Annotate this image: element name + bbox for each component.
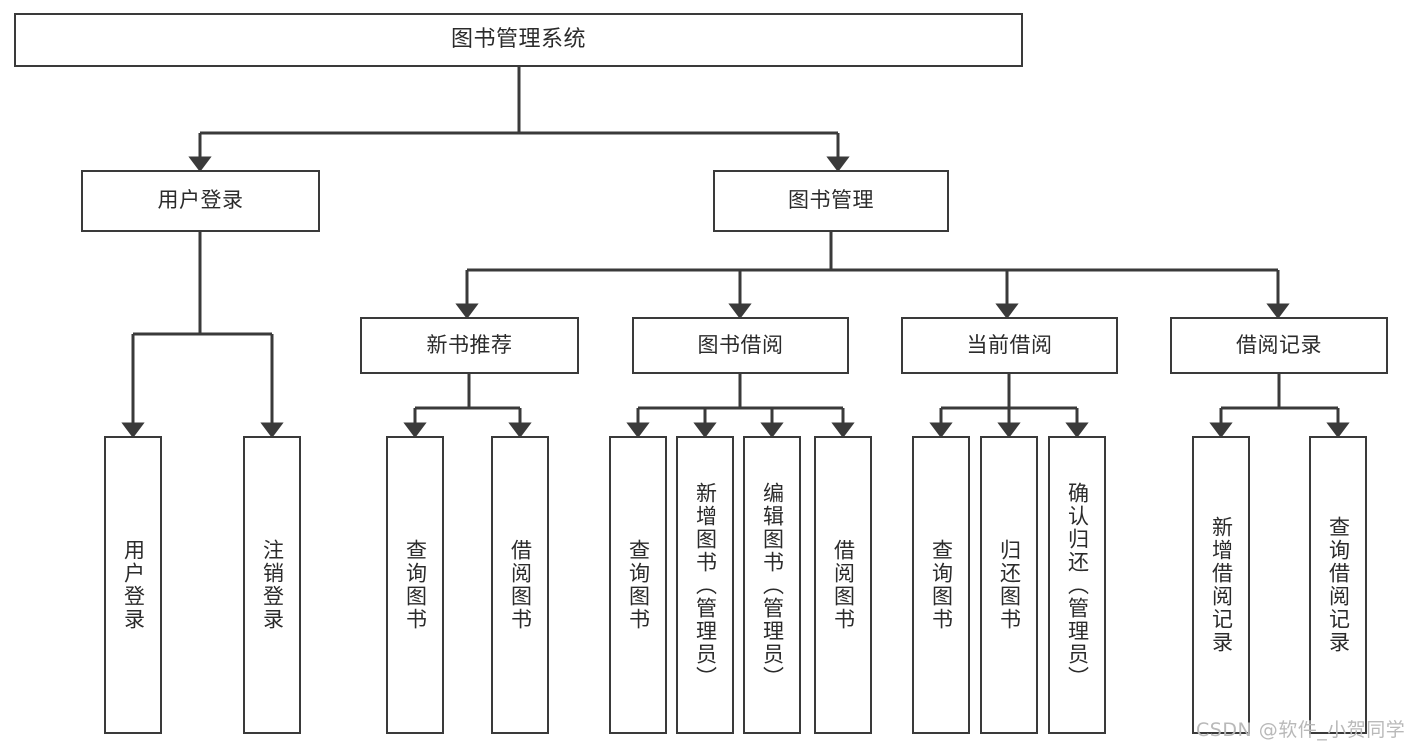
leaf-confirm-return-admin[interactable]: 确认归还（管理员） <box>1048 436 1106 734</box>
node-root-system[interactable]: 图书管理系统 <box>14 13 1023 67</box>
node-label: 查询借阅记录 <box>1326 516 1351 654</box>
node-label: 借阅图书 <box>831 539 856 631</box>
leaf-edit-book-admin[interactable]: 编辑图书（管理员） <box>743 436 801 734</box>
leaf-query-book-recommend[interactable]: 查询图书 <box>386 436 444 734</box>
node-label: 查询图书 <box>626 539 651 631</box>
leaf-user-login[interactable]: 用户登录 <box>104 436 162 734</box>
node-label: 当前借阅 <box>966 332 1053 357</box>
node-label: 借阅图书 <box>508 539 533 631</box>
node-label: 归还图书 <box>997 539 1022 631</box>
leaf-logout[interactable]: 注销登录 <box>243 436 301 734</box>
node-label: 确认归还（管理员） <box>1065 481 1090 689</box>
node-current-borrow[interactable]: 当前借阅 <box>901 317 1118 374</box>
node-label: 新书推荐 <box>426 332 513 357</box>
leaf-borrow-book-recommend[interactable]: 借阅图书 <box>491 436 549 734</box>
leaf-borrow-book[interactable]: 借阅图书 <box>814 436 872 734</box>
node-label: 新增图书（管理员） <box>693 481 718 689</box>
leaf-return-book[interactable]: 归还图书 <box>980 436 1038 734</box>
node-label: 用户登录 <box>157 188 244 213</box>
leaf-add-book-admin[interactable]: 新增图书（管理员） <box>676 436 734 734</box>
node-label: 注销登录 <box>260 539 285 631</box>
leaf-query-book-current[interactable]: 查询图书 <box>912 436 970 734</box>
node-book-management[interactable]: 图书管理 <box>713 170 949 232</box>
node-label: 查询图书 <box>403 539 428 631</box>
node-label: 图书管理系统 <box>450 26 586 52</box>
node-label: 借阅记录 <box>1236 332 1322 357</box>
node-label: 编辑图书（管理员） <box>760 481 785 689</box>
node-label: 查询图书 <box>929 539 954 631</box>
leaf-add-borrow-record[interactable]: 新增借阅记录 <box>1192 436 1250 734</box>
node-borrow-record[interactable]: 借阅记录 <box>1170 317 1388 374</box>
node-new-book-recommend[interactable]: 新书推荐 <box>360 317 579 374</box>
node-label: 用户登录 <box>121 539 146 631</box>
node-label: 新增借阅记录 <box>1209 516 1234 654</box>
node-user-login[interactable]: 用户登录 <box>81 170 320 232</box>
watermark-text: CSDN @软件_小贺同学 <box>1196 719 1405 741</box>
node-book-borrow[interactable]: 图书借阅 <box>632 317 849 374</box>
node-label: 图书管理 <box>788 188 874 213</box>
leaf-query-book-borrow[interactable]: 查询图书 <box>609 436 667 734</box>
leaf-query-borrow-record[interactable]: 查询借阅记录 <box>1309 436 1367 734</box>
node-label: 图书借阅 <box>697 332 784 357</box>
